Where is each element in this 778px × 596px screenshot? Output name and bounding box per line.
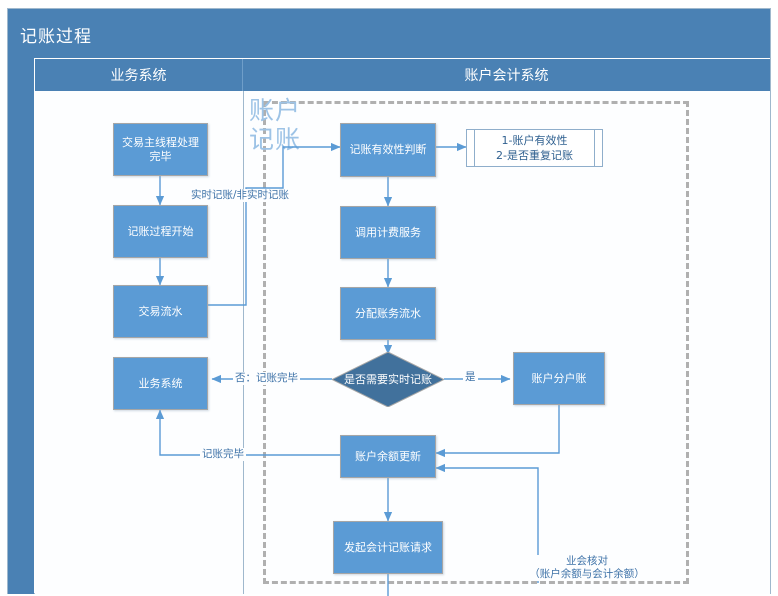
node-initiate-accounting-request[interactable]: 发起会计记账请求 [333, 521, 443, 574]
edge-label-no-accounting-complete: 否：记账完毕 [233, 372, 300, 385]
group-watermark-line1: 账户 [249, 96, 302, 125]
node-accounting-process-start[interactable]: 记账过程开始 [113, 205, 208, 258]
node-allocate-account-journal[interactable]: 分配账务流水 [340, 287, 436, 340]
group-watermark-line2: 记账 [249, 125, 302, 154]
decision-label: 是否需要实时记账 [344, 372, 432, 386]
title-bar: 记账过程 [8, 9, 770, 58]
left-rail [8, 58, 34, 594]
diamond-shape [332, 352, 444, 407]
note-line-2: 2-是否重复记账 [496, 149, 573, 162]
note-validity-criteria: 1-账户有效性 2-是否重复记账 [466, 129, 603, 167]
lane-header-business: 业务系统 [35, 59, 243, 91]
node-business-system[interactable]: 业务系统 [113, 357, 208, 410]
node-need-realtime-accounting-decision[interactable]: 是否需要实时记账 [332, 352, 444, 407]
node-accounting-validity-check[interactable]: 记账有效性判断 [340, 123, 436, 177]
edge-label-accounting-complete: 记账完毕 [200, 448, 246, 461]
edge-label-realtime-or-not: 实时记账/非实时记账 [189, 189, 292, 202]
edge-label-reconciliation: 业会核对 （账户余额与会计余额） [505, 555, 669, 581]
note-line-1: 1-账户有效性 [501, 134, 568, 147]
node-transaction-main-thread-done[interactable]: 交易主线程处理完毕 [113, 123, 208, 176]
account-accounting-group [263, 101, 689, 584]
lane-header-accounting: 账户会计系统 [243, 59, 770, 91]
lane-divider [243, 91, 244, 594]
node-account-balance-update[interactable]: 账户余额更新 [340, 435, 436, 478]
reconciliation-line-1: 业会核对 [566, 555, 608, 567]
node-transaction-journal[interactable]: 交易流水 [113, 285, 208, 338]
node-account-subsidiary-ledger[interactable]: 账户分户账 [513, 352, 605, 405]
node-invoke-billing-service[interactable]: 调用计费服务 [340, 206, 436, 259]
reconciliation-line-2: （账户余额与会计余额） [529, 568, 645, 580]
edge-label-yes: 是 [463, 371, 478, 384]
page-title: 记账过程 [20, 27, 92, 47]
group-watermark-label: 账户 记账 [249, 96, 315, 154]
